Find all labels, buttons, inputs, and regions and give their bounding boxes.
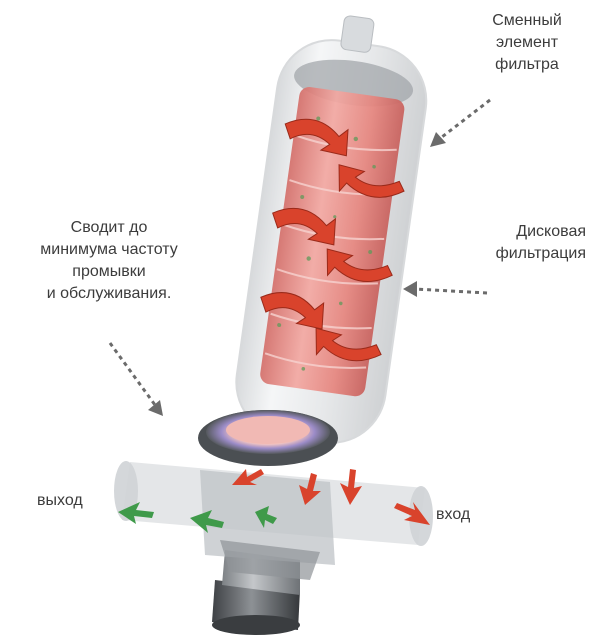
label-outlet: выход <box>37 490 83 512</box>
label-minimizes-line-4: и обслуживания. <box>2 283 216 305</box>
pointer-minimizes <box>110 343 155 405</box>
label-disc-filtration: Дисковая фильтрация <box>470 221 586 265</box>
label-replaceable-element-line-3: фильтра <box>472 54 582 76</box>
label-replaceable-element-line-2: элемент <box>472 32 582 54</box>
label-minimizes-line-2: минимума частоту <box>2 239 216 261</box>
pointer-replaceable-element <box>438 100 490 140</box>
pointer-disc-filtration-head <box>403 281 417 297</box>
label-minimizes-line-3: промывки <box>2 261 216 283</box>
pointer-disc-filtration <box>415 289 487 293</box>
label-replaceable-element: Сменный элемент фильтра <box>472 10 582 76</box>
pointer-minimizes-head <box>148 400 163 416</box>
label-minimizes-line-1: Сводит до <box>2 217 216 239</box>
label-disc-filtration-line-1: Дисковая <box>470 221 586 243</box>
clamp-ring <box>198 410 338 466</box>
label-inlet: вход <box>436 504 470 526</box>
filter-housing <box>229 7 437 450</box>
label-minimizes: Сводит до минимума частоту промывки и об… <box>2 217 216 305</box>
label-disc-filtration-line-2: фильтрация <box>470 243 586 265</box>
label-replaceable-element-line-1: Сменный <box>472 10 582 32</box>
